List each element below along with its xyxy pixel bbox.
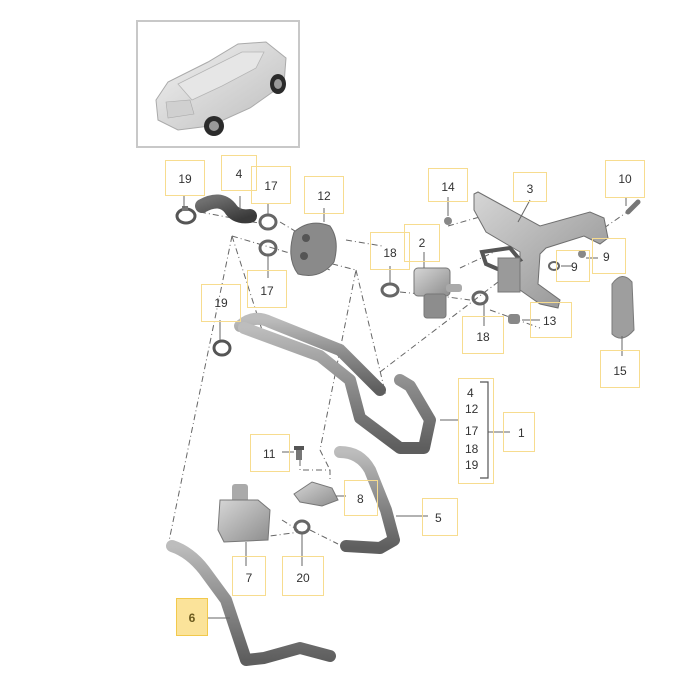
part-15-cover[interactable] [611,276,635,339]
part-12-mount[interactable] [290,222,337,276]
callout-15[interactable]: 15 [600,350,640,388]
callout-1[interactable]: 1 [503,412,535,452]
callout-20[interactable]: 20 [282,556,324,596]
callout-12[interactable]: 12 [304,176,344,214]
callout-5[interactable]: 5 [422,498,458,536]
callout-8[interactable]: 8 [344,480,378,516]
callout-11[interactable]: 11 [250,434,290,472]
part-1-hose-assembly[interactable] [234,312,436,454]
kit-bracket [480,381,489,479]
callout-13[interactable]: 13 [530,302,572,338]
part-11-bolt[interactable] [294,446,304,460]
callout-19[interactable]: 19 [165,160,205,196]
vehicle-thumbnail[interactable] [136,20,300,148]
part-8-bracket[interactable] [293,481,339,507]
callout-9-nut[interactable]: 9 [592,238,626,274]
callout-10[interactable]: 10 [605,160,645,198]
part-10-bolt[interactable] [625,199,641,215]
part-19-clamp-lower[interactable] [212,339,232,357]
callout-18[interactable]: 18 [370,232,410,270]
callout-14[interactable]: 14 [428,168,468,202]
callout-4[interactable]: 4 [221,155,257,191]
part-7-pump[interactable] [217,484,271,543]
kit-list-1: 4 12 17 18 19 [458,378,494,484]
part-3-bracket[interactable] [473,191,609,309]
callout-17[interactable]: 17 [251,166,291,204]
callout-9-washer[interactable]: 9 [556,250,590,282]
part-17-clamp[interactable] [258,213,278,257]
part-14-nut[interactable] [444,217,452,225]
part-4-hose[interactable] [195,194,257,224]
part-20-clamp[interactable] [293,519,311,535]
part-9-washer[interactable] [548,250,586,271]
part-13-fitting[interactable] [508,314,520,324]
callout-19-lower[interactable]: 19 [201,284,241,322]
callout-2[interactable]: 2 [404,224,440,262]
part-19-clamp[interactable] [175,206,197,225]
callout-18-lower[interactable]: 18 [462,316,504,354]
callout-7[interactable]: 7 [232,556,266,596]
part-6-hose[interactable] [166,540,336,666]
callout-6-highlighted[interactable]: 6 [176,598,208,636]
callout-17-lower[interactable]: 17 [247,270,287,308]
part-2-valve[interactable] [413,267,462,319]
callout-3[interactable]: 3 [513,172,547,202]
part-5-hose[interactable] [334,446,400,554]
car-icon [155,41,287,136]
